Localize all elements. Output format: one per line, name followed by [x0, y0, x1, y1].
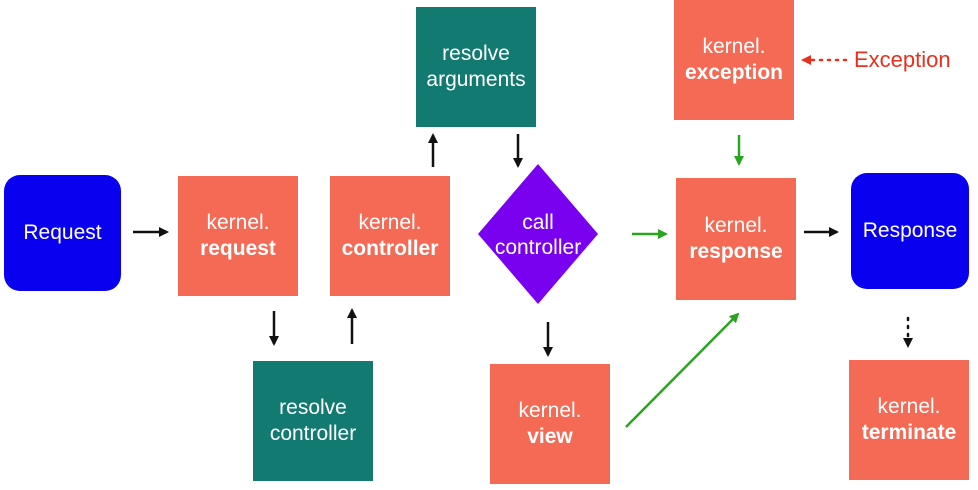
kernel-exception-name: exception: [684, 61, 784, 84]
response-label: Response: [862, 219, 958, 242]
kernel-request-prefix: kernel.: [206, 211, 270, 234]
kernel-view-name: view: [527, 425, 573, 448]
kernel-request-node: kernel. request: [178, 176, 298, 296]
resolve-arguments-line1: resolve: [442, 42, 510, 65]
request-label: Request: [23, 221, 102, 244]
resolve-controller-line2: controller: [269, 422, 357, 445]
call-controller-node: call controller: [478, 164, 598, 304]
request-node: Request: [4, 175, 121, 291]
kernel-controller-node: kernel. controller: [330, 176, 450, 296]
kernel-controller-prefix: kernel.: [358, 211, 422, 234]
kernel-exception-prefix: kernel.: [702, 35, 766, 58]
resolve-controller-line1: resolve: [279, 396, 347, 419]
kernel-view-node: kernel. view: [490, 364, 610, 484]
kernel-exception-node: kernel. exception: [674, 0, 794, 120]
call-controller-line1: call: [522, 211, 554, 234]
kernel-view-prefix: kernel.: [518, 399, 582, 422]
exception-label: Exception: [854, 47, 951, 72]
kernel-terminate-node: kernel. terminate: [849, 360, 969, 480]
kernel-response-node: kernel. response: [676, 178, 796, 300]
kernel-controller-name: controller: [341, 237, 439, 260]
arrow-kernel-view-to-kernel-response: [625, 312, 740, 428]
kernel-request-name: request: [200, 237, 276, 260]
kernel-response-prefix: kernel.: [704, 214, 768, 237]
resolve-arguments-line2: arguments: [426, 68, 526, 91]
kernel-response-name: response: [689, 240, 783, 263]
resolve-arguments-node: resolve arguments: [416, 7, 536, 127]
kernel-terminate-prefix: kernel.: [877, 395, 941, 418]
call-controller-diamond: [478, 164, 598, 304]
response-node: Response: [851, 173, 969, 289]
kernel-terminate-name: terminate: [861, 421, 957, 444]
resolve-controller-node: resolve controller: [253, 361, 373, 481]
call-controller-line2: controller: [495, 236, 581, 259]
